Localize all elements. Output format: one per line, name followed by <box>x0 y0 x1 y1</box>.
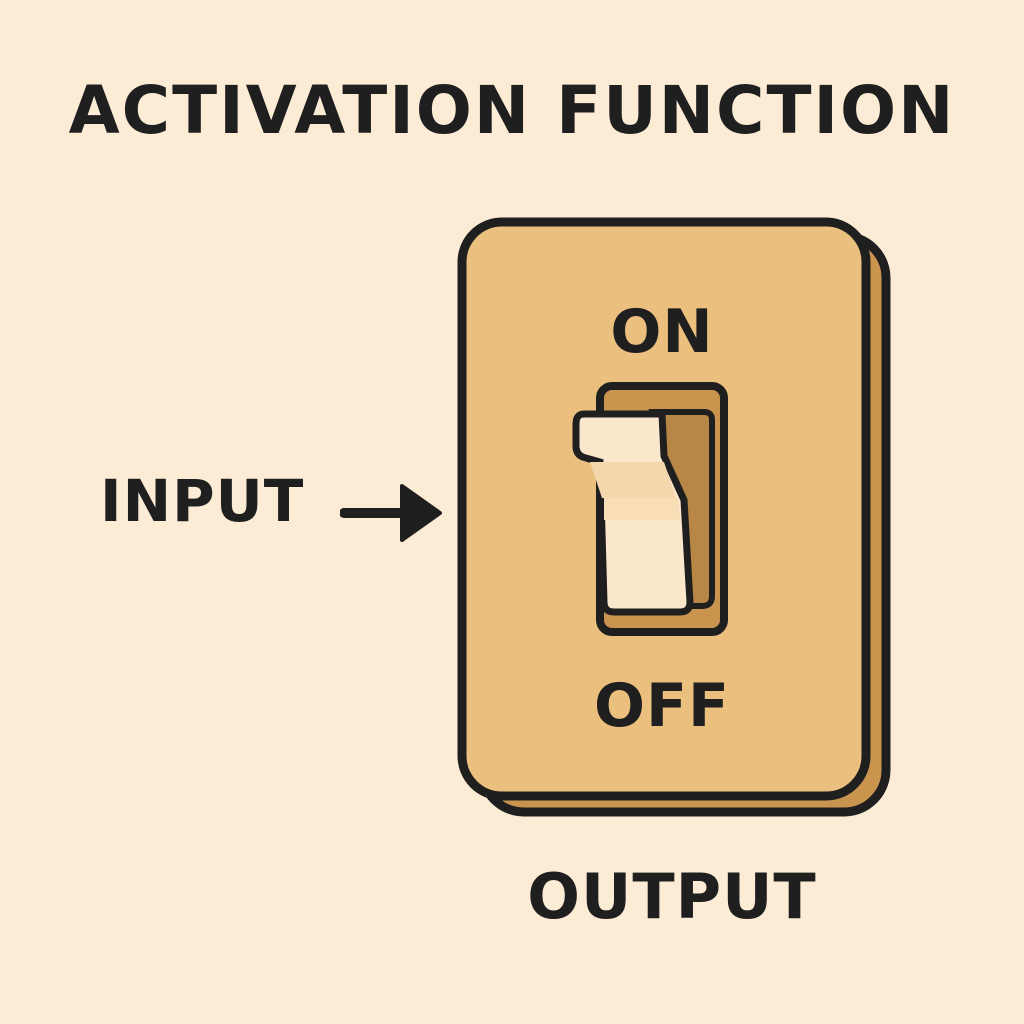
input-label: INPUT <box>100 467 305 535</box>
state-on-label: ON <box>610 297 714 367</box>
state-off-label: OFF <box>594 671 730 741</box>
diagram-title: ACTIVATION FUNCTION <box>68 72 956 149</box>
toggle-lever-band <box>590 462 676 498</box>
arrow-right-icon <box>340 484 442 542</box>
toggle-lever-band-lower <box>604 498 680 520</box>
output-label: OUTPUT <box>527 860 817 933</box>
